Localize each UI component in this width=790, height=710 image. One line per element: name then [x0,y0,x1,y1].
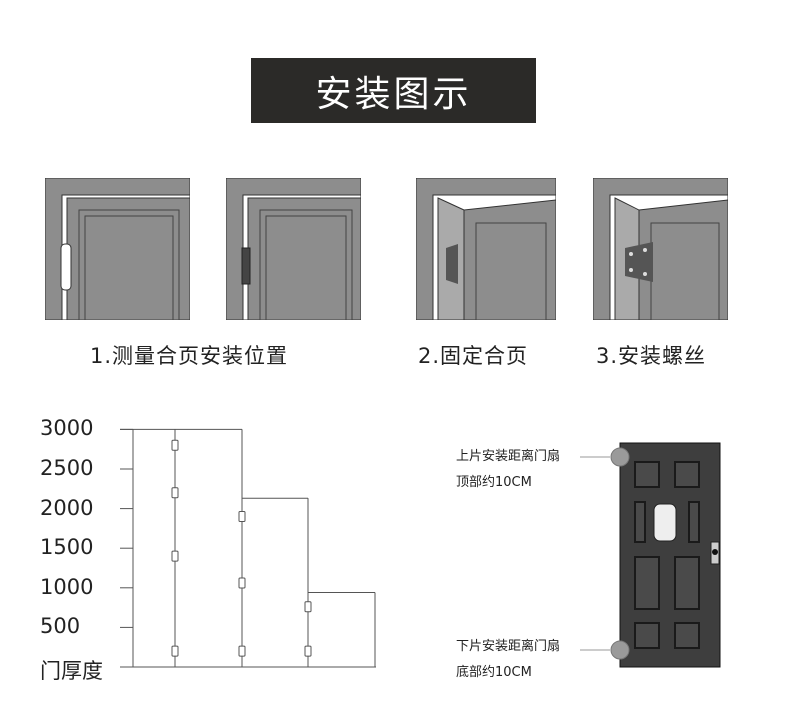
hinge-mark [304,601,312,613]
y-tick-label: 2000 [40,495,94,520]
top-note-line1: 上片安装距离门扇 [456,449,561,464]
bottom-hinge-marker-icon [610,640,630,660]
hinge-mark [171,487,179,499]
hinge-markers [580,447,630,660]
top-hinge-marker-icon [610,447,630,467]
hinge-mark [171,550,179,562]
door-window-icon [653,503,677,542]
step2-door-illustration [416,178,556,320]
top-hinge-note: 上片安装距离门扇 顶部约10CM [456,444,560,496]
hinge-with-screws-icon [625,242,653,282]
step1-door-illustration [45,178,190,320]
hinge-mark [238,645,246,657]
hinge-mark [238,577,246,589]
hinge-mark-icon [60,243,72,291]
bottom-note-line2: 底部约10CM [456,665,532,680]
y-axis-label: 门厚度 [40,659,103,683]
step-2-label: 2.固定合页 [418,344,529,368]
hinge-icon [241,247,251,285]
y-tick-label: 1000 [40,574,94,599]
step1b-door-illustration [226,178,361,320]
hinge-mark [171,645,179,657]
hinge-position-chart [120,428,376,668]
y-tick-label: 500 [40,614,81,639]
hinge-mark [171,439,179,451]
hinge-mark [238,511,246,523]
step3-door-illustration [593,178,728,320]
hinge-icon [446,244,458,284]
step-3-label: 3.安装螺丝 [596,344,707,368]
top-note-line2: 顶部约10CM [456,475,532,490]
bottom-hinge-note: 下片安装距离门扇 底部约10CM [456,634,560,686]
step-1-label: 1.测量合页安装位置 [90,344,289,368]
door-illustration [619,442,721,668]
page-title: 安装图示 [251,58,536,123]
hinge-mark [304,645,312,657]
y-tick-label: 1500 [40,535,94,560]
y-tick-label: 2500 [40,456,94,480]
y-tick-label: 3000 [40,416,94,441]
bottom-note-line1: 下片安装距离门扇 [456,639,561,654]
